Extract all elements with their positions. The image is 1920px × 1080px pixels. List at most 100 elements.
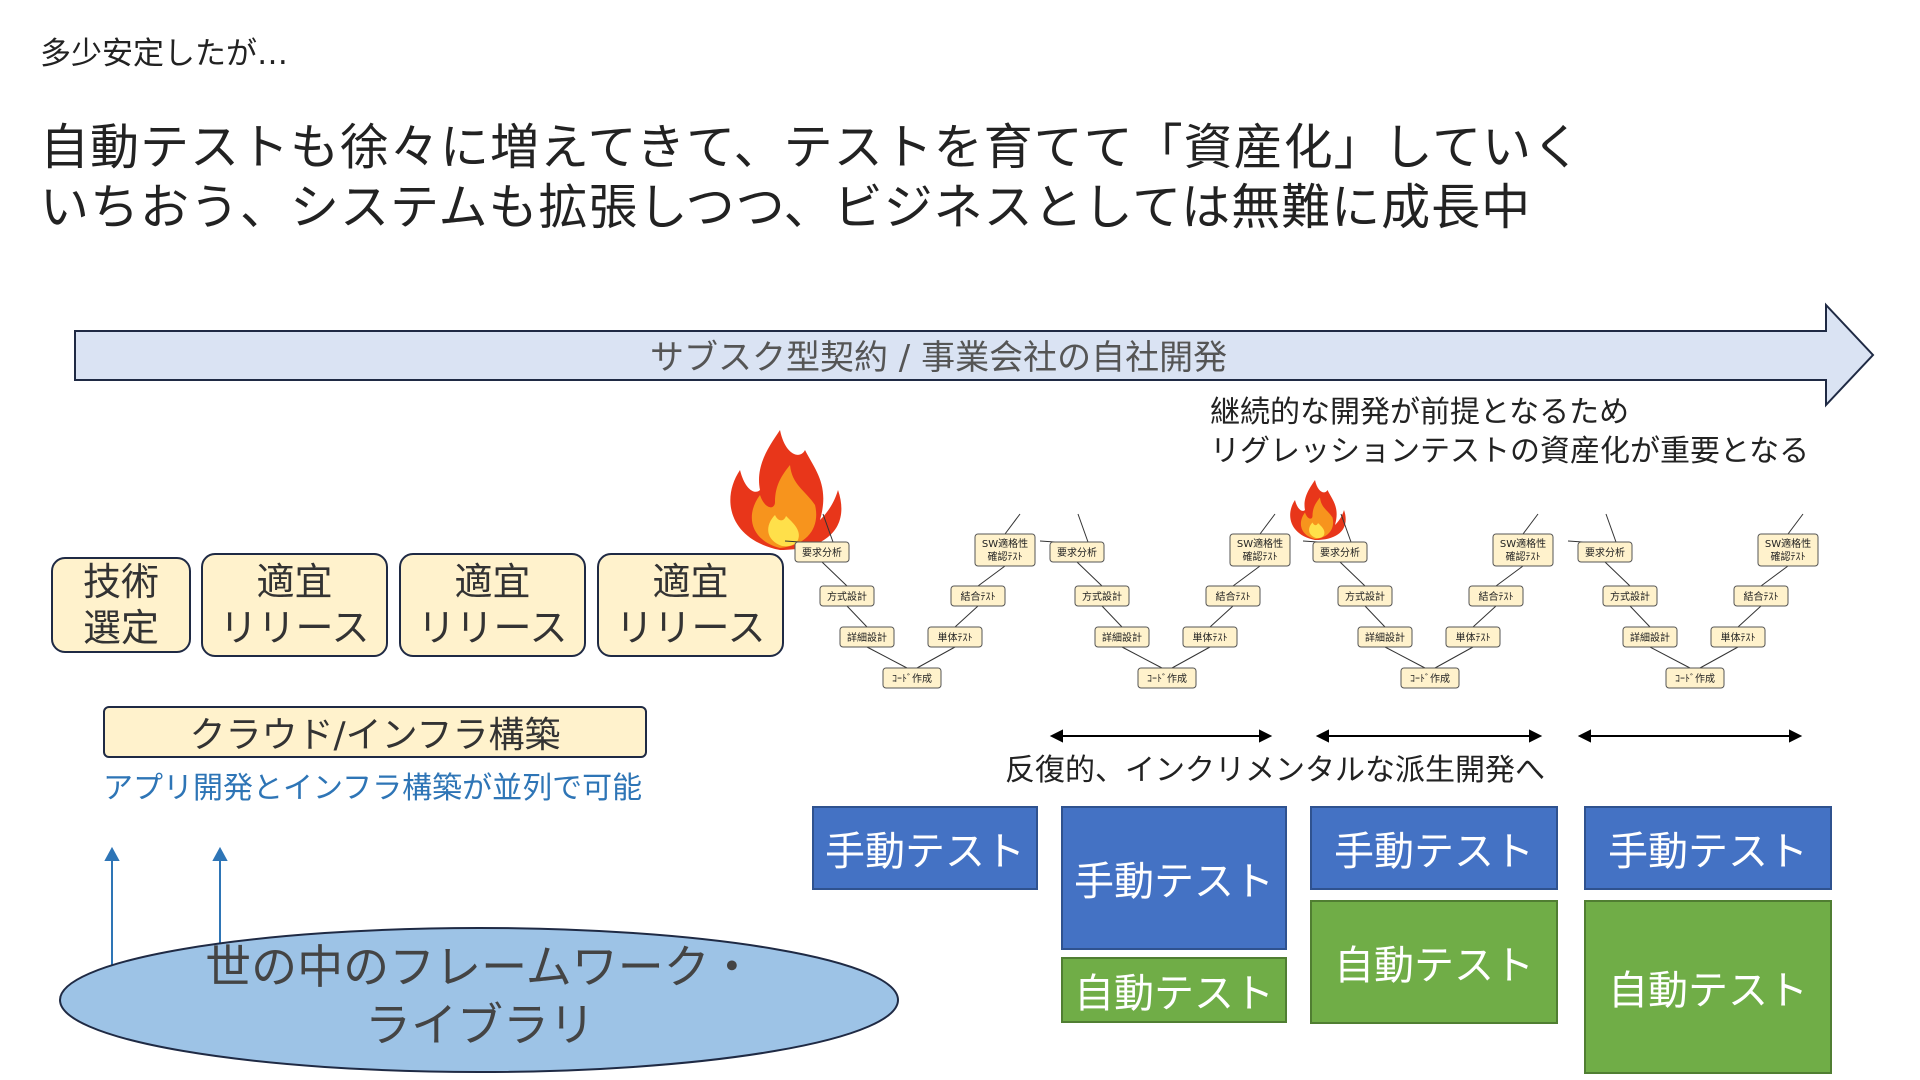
- v-model-label: 単体ﾃｽﾄ: [938, 631, 973, 644]
- v-model-box-integ: [950, 585, 1006, 607]
- v-model-label: 方式設計: [1082, 590, 1122, 603]
- v-model-box-code: [1665, 667, 1725, 689]
- phase-release-2: 適宜リリース: [399, 553, 586, 657]
- v-model-label: 結合ﾃｽﾄ: [1479, 590, 1514, 603]
- v-model-label: 要求分析: [1585, 546, 1625, 559]
- v-model-connector: [821, 561, 848, 587]
- v-model-label: 方式設計: [827, 590, 867, 603]
- v-model-label: 方式設計: [1345, 590, 1385, 603]
- v-model-label: 単体ﾃｽﾄ: [1193, 631, 1228, 644]
- v-model-label: 結合ﾃｽﾄ: [1744, 590, 1779, 603]
- v-model-box-detail: [1622, 626, 1678, 648]
- v-model-box-integ: [1733, 585, 1789, 607]
- v-model-label: 要求分析: [1057, 546, 1097, 559]
- v-model-box-unit: [927, 626, 983, 648]
- cloud-infra-build: クラウド/インフラ構築: [103, 706, 647, 758]
- v-model-connector: [866, 646, 908, 669]
- phase-line: リリース: [615, 606, 766, 650]
- v-model-box-code: [1400, 667, 1460, 689]
- v-model-connector: [846, 605, 868, 628]
- v-model-connector: [1434, 646, 1474, 669]
- v-model-label: 確認ﾃｽﾄ: [988, 550, 1023, 563]
- v-model-box-code: [882, 667, 942, 689]
- v-model-box-req: [1049, 541, 1105, 563]
- v-model-box-req: [1577, 541, 1633, 563]
- v-model-label: ｺｰﾄﾞ作成: [1410, 673, 1450, 685]
- v-model-label: 要求分析: [1320, 546, 1360, 559]
- manual-test-block-2: 手動テスト: [1061, 806, 1287, 950]
- v-model-connector: [1472, 605, 1497, 628]
- manual-test-block-1: 手動テスト: [812, 806, 1038, 890]
- timeline-arrow-label: サブスク型契約 / 事業会社の自社開発: [650, 338, 1228, 378]
- phase-line: 適宜: [454, 560, 531, 604]
- v-model-box-sw: [1229, 533, 1291, 567]
- v-model-label: 確認ﾃｽﾄ: [1243, 550, 1278, 563]
- v-model-label: 要求分析: [802, 546, 842, 559]
- v-model-connector: [1760, 565, 1789, 587]
- v-model-box-code: [1137, 667, 1197, 689]
- phase-line: 技術: [82, 560, 159, 604]
- phase-release-1: 適宜リリース: [201, 553, 388, 657]
- v-model-connector: [1604, 561, 1631, 587]
- v-model-connector: [1629, 605, 1651, 628]
- v-model-connector: [1101, 605, 1123, 628]
- v-model-label: SW適格性: [1765, 537, 1811, 550]
- v-model-label: 詳細設計: [1102, 631, 1142, 644]
- v-model-connector: [1209, 605, 1234, 628]
- v-model-box-detail: [839, 626, 895, 648]
- phase-line: リリース: [219, 606, 370, 650]
- fire-icon-large: [730, 430, 842, 550]
- v-model-label: ｺｰﾄﾞ作成: [1147, 673, 1187, 685]
- phase-tech-selection: 技術選定: [51, 557, 191, 653]
- phase-line: 適宜: [652, 560, 729, 604]
- v-model-box-integ: [1468, 585, 1524, 607]
- v-model-connector: [1340, 513, 1352, 543]
- timeline-arrow: [74, 302, 1875, 408]
- up-arrow-left: [104, 846, 120, 965]
- v-model-connector: [1121, 646, 1163, 669]
- v-model-connector: [1699, 646, 1739, 669]
- v-model-connector: [1605, 513, 1617, 543]
- auto-test-block-3: 自動テスト: [1310, 900, 1558, 1024]
- phase-line: 選定: [82, 606, 159, 650]
- v-model-label: 詳細設計: [1365, 631, 1405, 644]
- v-model-box-req: [794, 541, 850, 563]
- v-model-label: 確認ﾃｽﾄ: [1506, 550, 1541, 563]
- phase-line: リリース: [417, 606, 568, 650]
- v-model-connector: [977, 565, 1006, 587]
- headline-line-2: いちおう、システムも拡張しつつ、ビジネスとしては無難に成長中: [40, 179, 1532, 236]
- v-model-label: SW適格性: [1500, 537, 1546, 550]
- phase-line: 適宜: [256, 560, 333, 604]
- v-model-label: SW適格性: [1237, 537, 1283, 550]
- v-model-label: ｺｰﾄﾞ作成: [1675, 673, 1715, 685]
- v-model-connector: [1004, 513, 1021, 535]
- v-model-box-arch: [1337, 585, 1393, 607]
- v-model-connector: [1384, 646, 1426, 669]
- v-model-label: 結合ﾃｽﾄ: [961, 590, 996, 603]
- v-model-box-arch: [819, 585, 875, 607]
- v-model-label: SW適格性: [982, 537, 1028, 550]
- phase-release-3: 適宜リリース: [597, 553, 784, 657]
- v-model-connector: [1259, 513, 1276, 535]
- v-model-box-unit: [1710, 626, 1766, 648]
- v-model-connector: [954, 605, 979, 628]
- v-model-connector: [1171, 646, 1211, 669]
- v-model-connector: [1076, 561, 1103, 587]
- v-model-label: 詳細設計: [1630, 631, 1670, 644]
- v-model-box-detail: [1094, 626, 1150, 648]
- library-line-2: ライブラリ: [365, 998, 595, 1052]
- library-ellipse: [59, 927, 899, 1073]
- v-model-connector: [1232, 565, 1261, 587]
- v-model-box-integ: [1205, 585, 1261, 607]
- auto-test-block-2: 自動テスト: [1061, 957, 1287, 1023]
- v-model-box-sw: [1492, 533, 1554, 567]
- v-model-label: 単体ﾃｽﾄ: [1456, 631, 1491, 644]
- v-model-connector: [1364, 605, 1386, 628]
- v-model-label: 単体ﾃｽﾄ: [1721, 631, 1756, 644]
- continuous-note-line-2: リグレッションテストの資産化が重要となる: [1210, 434, 1810, 469]
- v-model-connector: [1339, 561, 1366, 587]
